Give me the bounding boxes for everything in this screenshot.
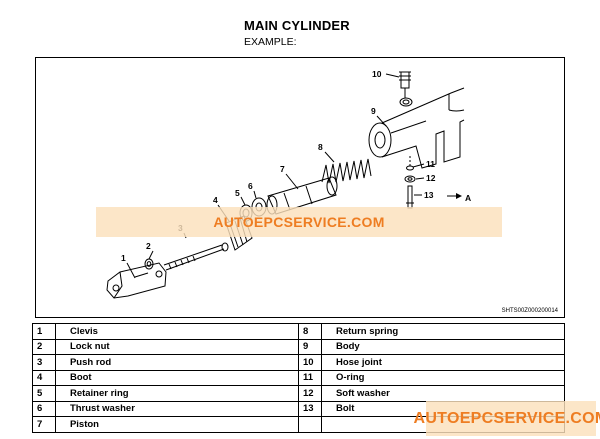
push-rod-part	[163, 242, 229, 271]
arrow-a-icon	[456, 193, 462, 199]
right-part-number	[297, 416, 322, 433]
left-part-name: Push rod	[54, 354, 299, 371]
return-spring-part	[321, 158, 372, 184]
callout-numbers: 1 2 3 4 5 6 7 8 9 10 11 12 13 A	[121, 69, 471, 263]
right-part-name: Soft washer	[320, 385, 566, 402]
soft-washer-part	[404, 175, 416, 183]
left-part-number: 7	[32, 416, 56, 433]
callout-a: A	[465, 193, 471, 203]
callout-2: 2	[146, 241, 151, 251]
callout-6: 6	[248, 181, 253, 191]
left-part-number: 2	[32, 338, 56, 355]
callout-13: 13	[424, 190, 434, 200]
callout-4: 4	[213, 195, 218, 205]
page-subtitle: EXAMPLE:	[244, 36, 297, 48]
exploded-diagram: 1 2 3 4 5 6 7 8 9 10 11 12 13 A SHTS00Z0…	[35, 57, 565, 318]
right-part-name: Body	[320, 338, 566, 355]
watermark-banner-top: AUTOEPCSERVICE.COM	[96, 207, 502, 237]
o-ring-part	[406, 156, 414, 171]
left-part-name: Piston	[54, 416, 299, 433]
callout-8: 8	[318, 142, 323, 152]
callout-9: 9	[371, 106, 376, 116]
callout-10: 10	[372, 69, 382, 79]
right-part-number: 12	[297, 385, 322, 402]
lock-nut-part	[144, 258, 154, 270]
left-part-number: 4	[32, 369, 56, 386]
right-part-name: O-ring	[320, 369, 566, 386]
figure-code: SHTS00Z000200014	[501, 308, 558, 314]
page-title: MAIN CYLINDER	[244, 18, 350, 33]
callout-7: 7	[280, 164, 285, 174]
clevis-part	[106, 262, 167, 299]
right-part-number: 8	[297, 323, 322, 340]
right-part-name: Hose joint	[320, 354, 566, 371]
left-part-name: Lock nut	[54, 338, 299, 355]
left-part-name: Thrust washer	[54, 400, 299, 417]
right-part-number: 10	[297, 354, 322, 371]
bolt-part	[406, 185, 414, 209]
left-part-number: 3	[32, 354, 56, 371]
callout-5: 5	[235, 188, 240, 198]
left-part-name: Retainer ring	[54, 385, 299, 402]
exploded-view-drawing: 1 2 3 4 5 6 7 8 9 10 11 12 13 A	[106, 69, 471, 299]
left-part-name: Clevis	[54, 323, 299, 340]
left-part-name: Boot	[54, 369, 299, 386]
right-part-number: 9	[297, 338, 322, 355]
hose-joint-part	[399, 71, 411, 98]
body-part	[368, 87, 465, 169]
callout-leaders	[126, 73, 456, 279]
left-part-number: 1	[32, 323, 56, 340]
left-part-number: 5	[32, 385, 56, 402]
callout-12: 12	[426, 173, 436, 183]
right-part-number: 13	[297, 400, 322, 417]
callout-11: 11	[426, 159, 435, 169]
left-part-number: 6	[32, 400, 56, 417]
callout-1: 1	[121, 253, 126, 263]
right-part-name: Return spring	[320, 323, 566, 340]
watermark-banner-bottom: AUTOEPCSERVICE.COM	[413, 401, 600, 436]
right-part-number: 11	[297, 369, 322, 386]
